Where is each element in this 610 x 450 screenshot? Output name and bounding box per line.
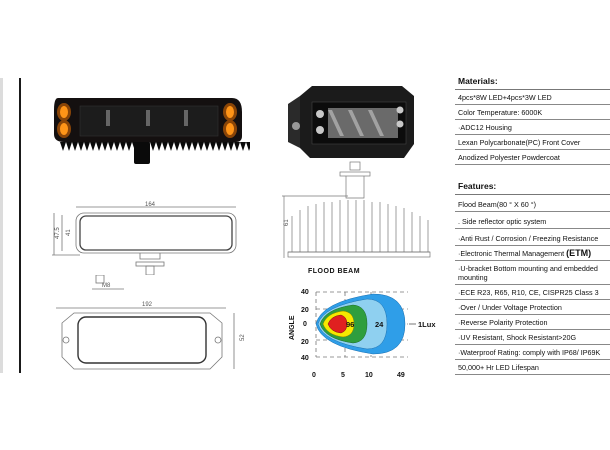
product-photo-angled — [288, 86, 414, 158]
flood-beam-chart: FLOOD BEAM 40 20 0 20 40 ANGLE 0 5 10 49… — [283, 262, 453, 377]
feature-item: ·U-bracket Bottom mounting and embedded … — [455, 261, 610, 285]
svg-text:24: 24 — [375, 320, 384, 329]
feature-item-etm: ·Electronic Thermal Management (ETM) — [455, 246, 610, 261]
feature-item: ·Waterproof Rating: comply with IP68/ IP… — [455, 345, 610, 360]
specs-panel: Materials: 4pcs*8W LED+4pcs*3W LED Color… — [455, 74, 610, 375]
svg-text:96: 96 — [346, 320, 354, 329]
features-title: Features: — [455, 179, 610, 195]
svg-text:5: 5 — [341, 372, 345, 377]
svg-text:49: 49 — [397, 372, 405, 377]
feature-item: . Side reflector optic system — [455, 212, 610, 229]
etm-label: (ETM) — [566, 248, 592, 258]
feature-item: ·Over / Under Voltage Protection — [455, 300, 610, 315]
materials-title: Materials: — [455, 74, 610, 90]
chart-title: FLOOD BEAM — [308, 268, 361, 275]
left-margin-strip — [0, 78, 3, 373]
dim-164: 164 — [145, 202, 156, 208]
svg-text:40: 40 — [301, 355, 309, 362]
dim-41: 41 — [66, 229, 72, 236]
svg-text:20: 20 — [301, 339, 309, 346]
material-item: Color Temperature: 6000K — [455, 105, 610, 120]
svg-text:20: 20 — [301, 307, 309, 314]
dim-47-5: 47.5 — [55, 227, 61, 239]
y-axis-label: ANGLE — [289, 315, 296, 340]
material-item: 4pcs*8W LED+4pcs*3W LED — [455, 90, 610, 105]
dim-52: 52 — [240, 334, 246, 341]
left-divider — [19, 78, 21, 373]
svg-text:0: 0 — [303, 321, 307, 328]
feature-item: 50,000+ Hr LED Lifespan — [455, 360, 610, 375]
material-item: ·ADC12 Housing — [455, 120, 610, 135]
svg-text:0: 0 — [312, 372, 316, 377]
material-item: Lexan Polycarbonate(PC) Front Cover — [455, 135, 610, 150]
front-view-drawing: 164 47.5 41 — [52, 202, 237, 275]
side-view-drawing: 61 — [282, 161, 431, 258]
dim-192: 192 — [142, 302, 153, 308]
feature-item: ·Reverse Polarity Protection — [455, 315, 610, 330]
feature-item: ·ECE R23, R65, R10, CE, CISPR25 Class 3 — [455, 285, 610, 300]
dim-61: 61 — [284, 219, 290, 226]
feature-text: ·Electronic Thermal Management — [458, 249, 567, 258]
feature-item: ·Anti Rust / Corrosion / Freezing Resist… — [455, 229, 610, 246]
svg-text:40: 40 — [301, 289, 309, 296]
material-item: Anodized Polyester Powdercoat — [455, 150, 610, 165]
feature-item: ·UV Resistant, Shock Resistant>20G — [455, 330, 610, 345]
product-photo-front-lit — [54, 98, 250, 164]
svg-text:1Lux: 1Lux — [418, 320, 436, 329]
svg-text:10: 10 — [365, 372, 373, 377]
dim-m8: M8 — [102, 283, 111, 289]
feature-item: Flood Beam(80 ° X 60 °) — [455, 195, 610, 212]
top-view-drawing: M8 192 52 — [56, 275, 246, 370]
